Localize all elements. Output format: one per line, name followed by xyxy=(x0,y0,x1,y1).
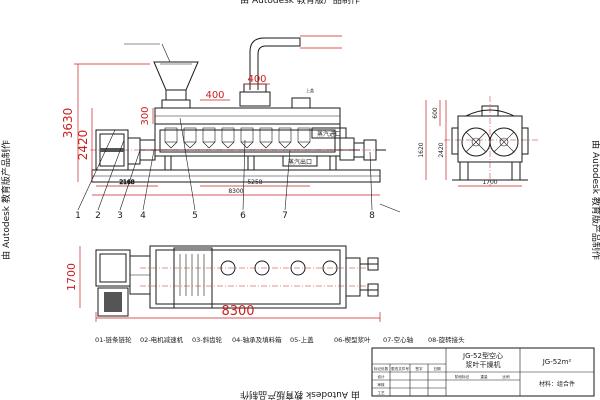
callout-1: 1 xyxy=(75,211,81,221)
dim-2168: 2168 xyxy=(119,179,134,186)
dim-1700: 1700 xyxy=(65,263,78,291)
tb-stage-3: 比例 xyxy=(502,374,510,379)
dim-8300-b: 8300 xyxy=(221,304,254,319)
callout-6: 6 xyxy=(240,211,246,221)
legend-item-8: 08-旋转接头 xyxy=(428,335,465,344)
tb-role-1: 设计 xyxy=(377,374,385,379)
top-motor-box xyxy=(95,249,131,287)
cover-note: 上盖 xyxy=(306,87,314,93)
part-callouts: 1 2 3 4 5 6 7 8 xyxy=(75,211,375,221)
title-code: JG-52m² xyxy=(542,358,572,366)
callout-8: 8 xyxy=(369,211,375,221)
feed-hopper xyxy=(153,61,199,91)
dim-400-a: 400 xyxy=(205,90,224,101)
dim-400-b: 400 xyxy=(247,74,266,85)
tb-stage-1: 阶段标记 xyxy=(455,374,470,379)
legend-item-7: 07-空心轴 xyxy=(383,335,414,344)
dim-5258: 5258 xyxy=(247,179,262,186)
title-name-line1: JG-52型空心 xyxy=(462,351,503,360)
side-view: 2420 1620 600 1700 xyxy=(418,96,540,187)
callout-7: 7 xyxy=(282,211,288,221)
legend-item-3: 03-斜齿轮 xyxy=(192,335,223,344)
shaft-circle-right xyxy=(489,127,519,157)
parts-legend: 01-链条链轮 02-电机减速机 03-斜齿轮 04-轴承及填料箱 05-上盖 … xyxy=(95,335,465,344)
watermark-right: 由 Autodesk 教育版产品制作 xyxy=(590,140,600,260)
dim-2420: 2420 xyxy=(76,130,90,161)
bearing-box xyxy=(339,137,355,161)
steam-inlet-label: 蒸汽进口 xyxy=(317,130,341,138)
top-view: 1700 8300 xyxy=(65,245,381,322)
top-motor xyxy=(97,287,129,317)
front-view: 上盖 xyxy=(61,35,401,213)
dim-600: 600 xyxy=(432,107,439,119)
callout-5: 5 xyxy=(192,211,198,221)
tb-role-2: 审核 xyxy=(377,382,385,387)
watermark-left: 由 Autodesk 教育版产品制作 xyxy=(0,140,12,260)
legend-item-2: 02-电机减速机 xyxy=(140,335,184,344)
steam-pipe xyxy=(249,37,301,90)
legend-item-6: 06-楔型浆叶 xyxy=(334,335,371,344)
watermark-top: 由 Autodesk 教育版产品制作 xyxy=(240,0,360,6)
dim-3630: 3630 xyxy=(61,108,75,139)
dim-2420-side: 2420 xyxy=(438,142,445,157)
legend-item-1: 01-链条链轮 xyxy=(95,335,132,344)
dim-1620: 1620 xyxy=(418,142,425,157)
title-name-line2: 浆叶干燥机 xyxy=(466,360,501,369)
callout-4: 4 xyxy=(140,211,146,221)
legend-item-5: 05-上盖 xyxy=(290,335,314,344)
tb-row-label-3: 签字 xyxy=(415,366,423,371)
tb-role-3: 工艺 xyxy=(377,390,385,395)
top-trough xyxy=(149,245,347,309)
tb-row-label-1: 标记处数 xyxy=(374,366,389,371)
dim-1700-side: 1700 xyxy=(482,179,497,186)
dim-300: 300 xyxy=(140,106,151,125)
title-block: JG-52型空心 浆叶干燥机 JG-52m² 材料：组合件 标记处数 更改文件号… xyxy=(371,347,595,397)
steam-outlet-label: 蒸汽出口 xyxy=(288,158,312,166)
watermark-bottom: 由 Autodesk 教育版产品制作 xyxy=(240,389,360,400)
callout-3: 3 xyxy=(117,211,123,221)
callout-2: 2 xyxy=(95,211,101,221)
wedge-paddles xyxy=(164,127,311,149)
top-paddles xyxy=(179,254,205,296)
legend-item-4: 04-轴承及填料箱 xyxy=(232,335,282,344)
tb-stage-2: 重量 xyxy=(480,374,488,379)
dim-8300-a: 8300 xyxy=(228,188,243,195)
top-port-4 xyxy=(322,260,338,276)
tb-row-label-2: 更改文件号 xyxy=(391,366,409,371)
title-material: 材料：组合件 xyxy=(539,380,575,388)
tb-row-label-4: 日期 xyxy=(433,366,441,371)
